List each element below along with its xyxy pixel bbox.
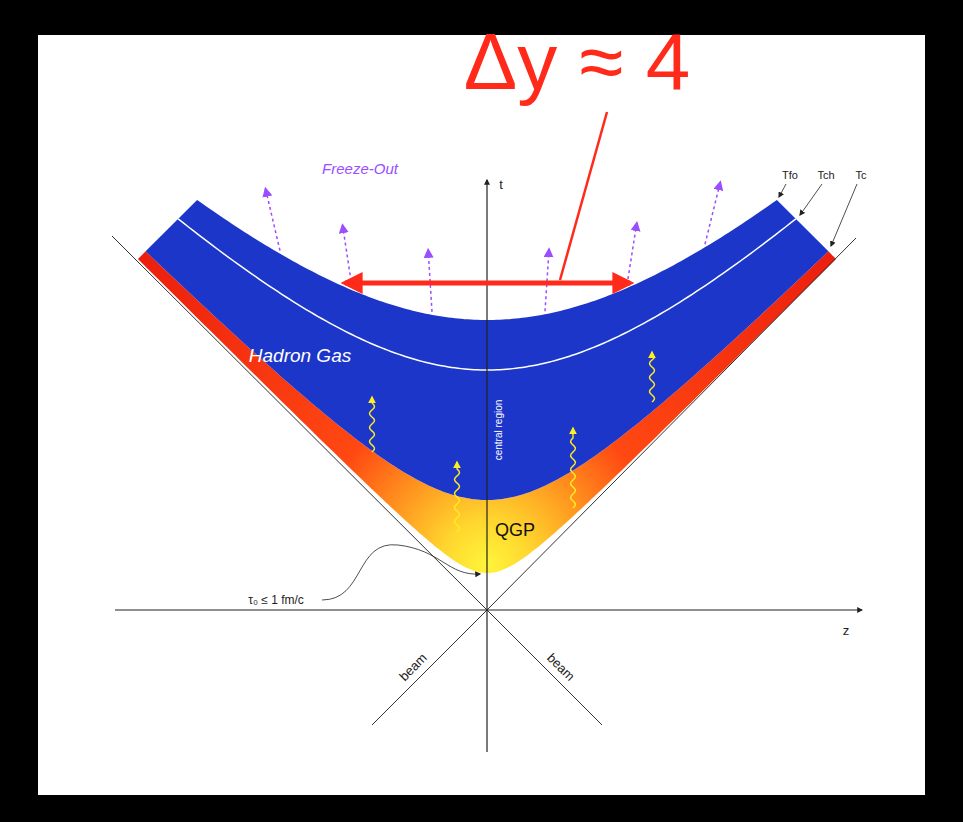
light-cone-line [487,238,856,610]
z-axis [115,609,862,610]
light-cone-line [112,236,487,610]
freeze-out-arrow [627,223,637,285]
time-label: τ₀ ≤ 1 fm/c [246,593,306,607]
light-cone-line [372,610,487,725]
freeze-out-arrow [343,225,352,287]
axis-label: t [499,178,503,191]
photon-arrow [370,397,375,452]
temperature-label: Tc [856,170,867,181]
rapidity-label: Δy ≈ 4 [464,22,690,102]
region-label: Hadron Gas [249,346,351,365]
photon-arrow [571,428,576,508]
region-label: QGP [495,521,535,539]
panel [38,35,925,795]
leader-line [831,184,857,246]
temperature-label: Tfo [782,170,798,181]
freeze-out-arrow [705,182,720,244]
freeze-out-arrow [545,249,549,311]
photon-arrow [455,462,460,532]
leader-line [560,112,607,280]
leader-line [322,545,480,600]
freeze-out-arrow [266,189,280,251]
freeze-out-label: Freeze-Out [322,161,398,176]
axis-label: z [843,624,850,637]
region-label: central region [494,400,504,461]
t-axis [486,180,487,752]
leader-line [779,184,786,197]
photon-arrow [650,352,655,402]
light-cone-line [487,610,602,725]
temperature-label: Tch [817,170,834,181]
rapidity-arrow [345,281,630,286]
leader-line [800,184,822,215]
